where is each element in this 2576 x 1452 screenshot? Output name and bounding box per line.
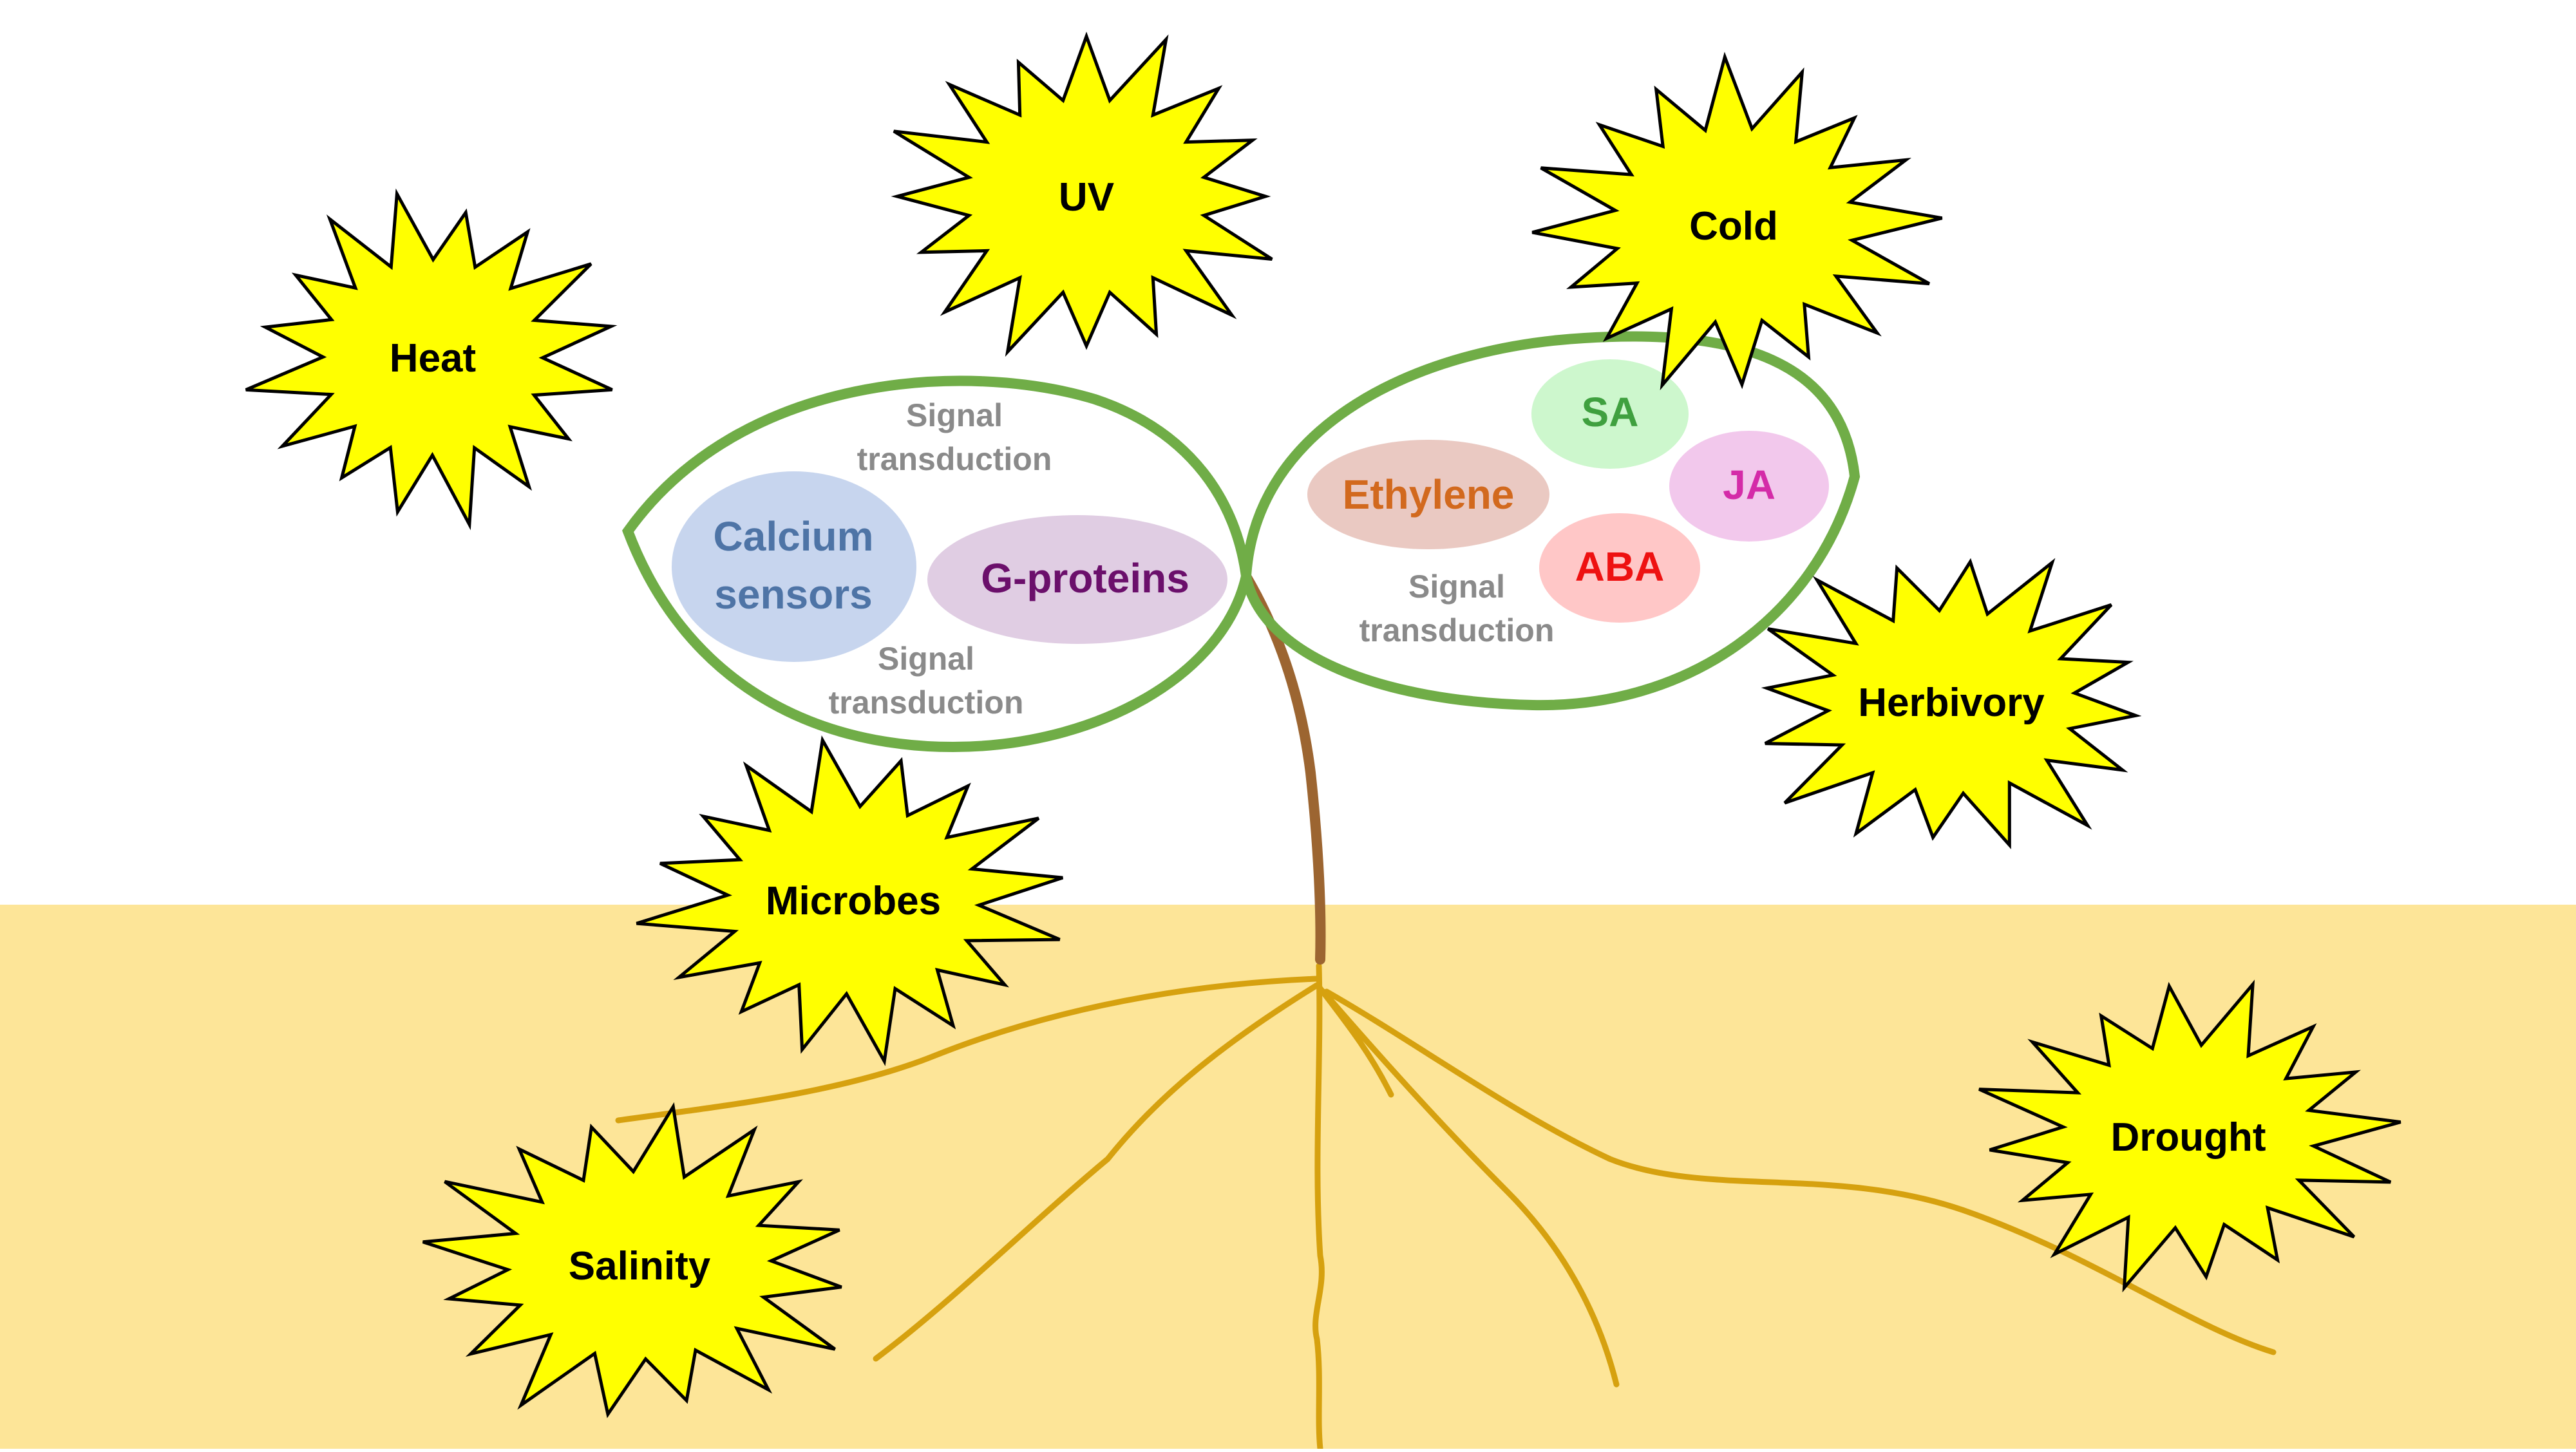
sky-background	[0, 0, 2576, 905]
main-taproot	[1312, 963, 1325, 1452]
microbes-burst	[636, 735, 1063, 1066]
drought-label: Drought	[2110, 1115, 2266, 1160]
ja-blob	[1669, 431, 1829, 542]
root-left-down	[873, 982, 1320, 1362]
calcium-sensors-label-line2: sensors	[714, 571, 872, 618]
right-leaf-outline	[1240, 331, 1861, 711]
calcium-sensors-blob	[672, 471, 916, 662]
root-right-small	[1317, 985, 1394, 1098]
heat-label: Heat	[390, 336, 476, 381]
sa-blob	[1531, 359, 1689, 469]
ja-label: JA	[1723, 462, 1776, 508]
calcium-sensors-label-line1: Calcium	[714, 513, 874, 560]
uv-burst	[891, 32, 1273, 357]
signal-transduction-right-line1: Signal	[1408, 569, 1505, 605]
uv-label: UV	[1059, 175, 1114, 220]
g-proteins-blob	[927, 515, 1227, 644]
signal-transduction-bottom-line1: Signal	[878, 641, 974, 677]
signal-transduction-top-line2: transduction	[857, 441, 1052, 477]
roots	[615, 963, 2277, 1452]
cold-burst	[1531, 52, 1943, 391]
salinity-label: Salinity	[569, 1244, 711, 1288]
drought-burst	[1978, 979, 2401, 1293]
root-left-long	[615, 976, 1320, 1124]
g-proteins-label: G-proteins	[981, 555, 1189, 601]
root-right-down	[1320, 988, 1620, 1388]
signal-transduction-right-line2: transduction	[1359, 612, 1555, 648]
ethylene-label: Ethylene	[1343, 471, 1515, 518]
aba-blob	[1539, 513, 1700, 623]
aba-label: ABA	[1575, 543, 1665, 590]
signal-transduction-bottom-line2: transduction	[829, 684, 1024, 721]
signal-transduction-top-line1: Signal	[906, 397, 1003, 433]
sa-label: SA	[1582, 389, 1639, 435]
herbivory-label: Herbivory	[1858, 681, 2045, 725]
root-right-long	[1323, 988, 2277, 1355]
heat-burst	[245, 188, 618, 531]
microbes-label: Microbes	[766, 879, 941, 923]
ethylene-blob	[1307, 440, 1549, 549]
salinity-burst	[422, 1102, 842, 1419]
cold-label: Cold	[1689, 204, 1778, 249]
herbivory-burst	[1761, 558, 2142, 849]
